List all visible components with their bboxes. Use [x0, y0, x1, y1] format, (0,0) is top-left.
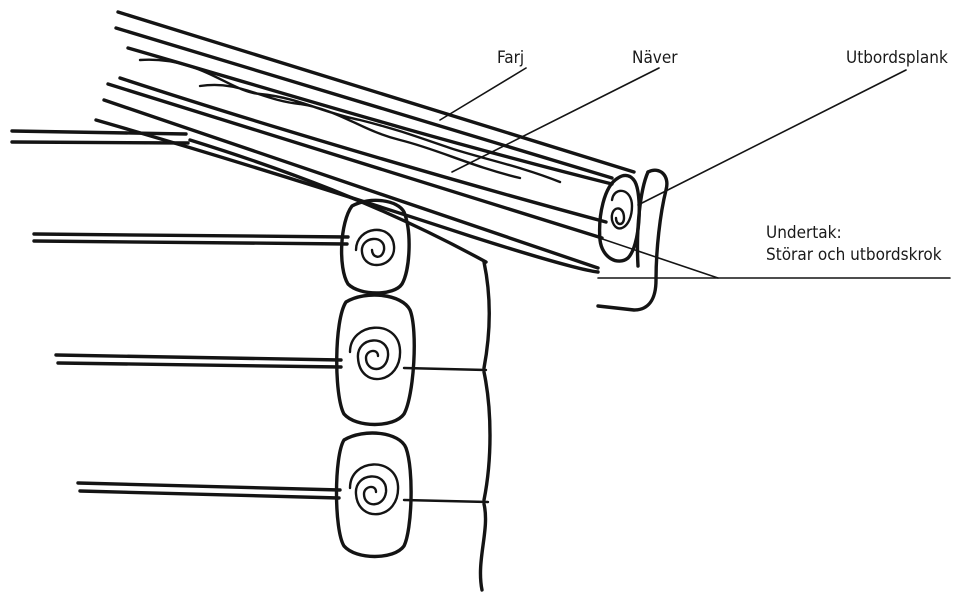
- eave-hook: [596, 168, 669, 312]
- eave-plank: [597, 173, 641, 263]
- leader-farj: [439, 67, 527, 121]
- leader-naver: [451, 67, 660, 173]
- roof-eave-underside: [188, 138, 488, 264]
- label-undertak-line2: Störar och utbordskrok: [766, 245, 942, 265]
- wall-log-ends: [10, 129, 490, 504]
- roof-underlayer-bottom: [102, 98, 600, 270]
- roof-underlayer-top: [106, 82, 604, 240]
- roof-farj-bottom: [114, 26, 614, 180]
- log-crosscut-3: [334, 431, 413, 559]
- roof-naver-bottom: [118, 76, 608, 224]
- wall-log-joint-2: [402, 498, 490, 504]
- log-crosscut-2: [335, 293, 416, 427]
- bark-texture: [138, 58, 562, 184]
- label-undertak-line1: Undertak:: [766, 223, 842, 243]
- roof-layers: [94, 10, 636, 274]
- roof-farj-top: [116, 10, 636, 174]
- label-undertak: Undertak: Störar och utbordskrok: [766, 222, 942, 266]
- label-naver: Näver: [632, 48, 678, 68]
- wall-log-3: [76, 481, 342, 500]
- label-farj: Farj: [497, 48, 525, 68]
- wall-outline: [478, 260, 492, 592]
- label-utbordsplank: Utbordsplank: [846, 48, 948, 68]
- wall-log-2: [54, 353, 343, 369]
- leader-utbordsplank: [637, 69, 907, 206]
- wall-log-top: [10, 129, 190, 145]
- log-crosscut-1: [339, 198, 411, 295]
- wall-log-1: [32, 232, 350, 246]
- roof-undertak-bottom: [94, 118, 600, 274]
- roof-naver-top: [126, 46, 614, 186]
- wall-log-joint-1: [402, 366, 488, 372]
